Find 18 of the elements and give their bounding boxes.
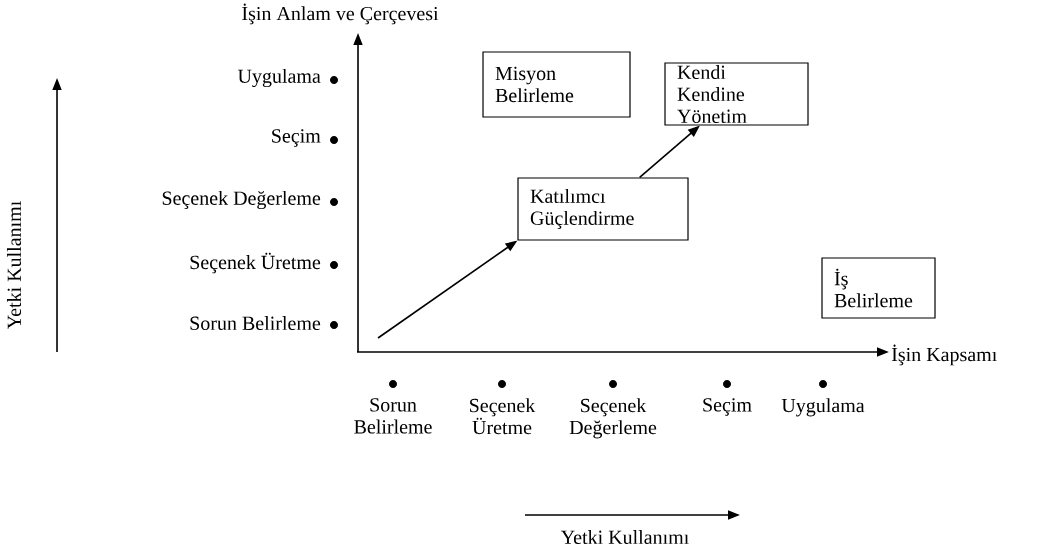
scale-label: Sorun Belirleme bbox=[354, 398, 432, 434]
scale-label: Seçenek Değerleme bbox=[162, 190, 321, 210]
scale-label: Sorun Belirleme bbox=[190, 315, 321, 330]
axis-title: İşin Kapsamı bbox=[891, 344, 997, 366]
text-box: İş Belirleme bbox=[821, 257, 936, 319]
text-box: Kendi Kendine Yönetim bbox=[664, 62, 809, 126]
text-box: Misyon Belirleme bbox=[482, 51, 631, 118]
axis-title: Yetki Kullanımı bbox=[6, 201, 22, 330]
scale-label: Seçenek Üretme bbox=[470, 398, 536, 435]
axis-title: İşin Anlam ve Çerçevesi bbox=[242, 3, 439, 25]
axis-title: Yetki Kullanımı bbox=[560, 529, 689, 544]
scale-label: Uygulama bbox=[237, 68, 321, 88]
scale-label: Seçenek Üretme bbox=[190, 252, 321, 274]
scale-label: Seçim bbox=[272, 129, 321, 147]
scale-label: Uygulama bbox=[781, 398, 865, 417]
scale-label: Seçenek Değerleme bbox=[569, 398, 657, 439]
text-box: Katılımcı Güçlendirme bbox=[517, 177, 689, 241]
scale-label: Seçim bbox=[703, 398, 752, 416]
